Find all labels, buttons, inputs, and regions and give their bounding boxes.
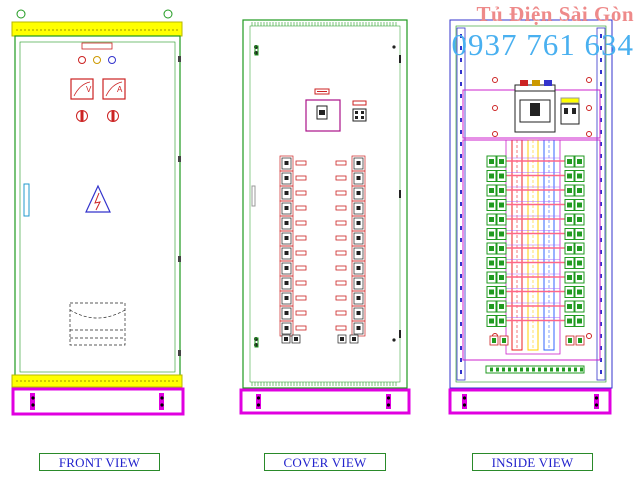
front-hinges: [178, 56, 181, 356]
inside-breaker-row: [486, 199, 585, 211]
front-lifting-eye-left: [16, 9, 26, 19]
brand-name: Tủ Điện Sài Gòn: [476, 2, 634, 26]
inside-breaker-row: [486, 184, 585, 197]
front-view-cabinet: V A: [11, 9, 185, 416]
cover-breaker-row: [279, 230, 366, 247]
brand-phone-number: 0937 761 634: [451, 27, 634, 62]
front-view-label: FRONT VIEW: [39, 453, 160, 471]
cover-breaker-row: [279, 260, 366, 277]
cover-breaker-row: [279, 245, 366, 262]
cover-screws: [254, 45, 396, 347]
cover-view-label: COVER VIEW: [264, 453, 386, 471]
inside-breaker-row: [486, 155, 585, 168]
front-base: [11, 387, 185, 416]
cover-breaker-columns: [279, 155, 366, 344]
cover-view-cabinet: [239, 19, 411, 415]
cover-base: [239, 388, 411, 415]
cover-breaker-row: [279, 320, 366, 337]
cover-breaker-row: [279, 215, 366, 232]
inside-breaker-row: [486, 228, 585, 240]
ammeter-icon: A: [102, 78, 126, 100]
inside-breaker-row: [486, 286, 585, 298]
inside-base: [448, 388, 612, 415]
cover-breaker-row: [279, 170, 366, 187]
inside-rails: [456, 27, 606, 381]
inside-breaker-row: [486, 271, 585, 284]
cover-bottom-breakers: [281, 334, 359, 344]
cover-breaker-row: [279, 185, 366, 202]
inside-breaker-row: [486, 300, 585, 313]
inside-aux-breakers: [560, 97, 580, 125]
high-voltage-warning-icon: [85, 184, 111, 213]
cover-breaker-row: [279, 275, 366, 292]
cover-main-breaker-window: [305, 99, 341, 132]
front-door-handle: [23, 183, 30, 217]
inside-terminal-strip: [485, 365, 585, 374]
ammeter-label: A: [117, 85, 123, 94]
cover-breaker-row: [279, 200, 366, 217]
lamp-blue-icon: [108, 56, 116, 64]
front-lifting-eye-right: [163, 9, 173, 19]
front-name-plate: [81, 42, 113, 50]
inside-breaker-row: [486, 170, 585, 182]
lamp-yellow-icon: [93, 56, 101, 64]
cover-breaker-row: [279, 155, 366, 172]
voltmeter-label: V: [86, 85, 92, 94]
inside-view-cabinet: [448, 19, 613, 415]
front-louver: [69, 302, 126, 346]
inside-bottom-breakers: [489, 335, 585, 346]
inside-breaker-columns: [486, 155, 585, 346]
inside-outer-frame: [449, 19, 613, 389]
selector-switch-icon: [76, 110, 88, 122]
voltmeter-icon: V: [70, 78, 94, 100]
inside-breaker-row: [486, 315, 585, 327]
cover-aux-breakers: [352, 100, 367, 122]
inside-view-label: INSIDE VIEW: [472, 453, 593, 471]
lamp-red-icon: [78, 56, 86, 64]
inside-breaker-row: [486, 242, 585, 255]
inside-main-mccb: [514, 80, 556, 133]
inside-breaker-row: [486, 213, 585, 226]
cover-breaker-row: [279, 290, 366, 307]
cover-breaker-row: [279, 305, 366, 322]
inside-breaker-row: [486, 257, 585, 269]
front-top-bar: [11, 21, 183, 37]
cover-outer-frame: [242, 19, 408, 389]
selector-switch-icon: [107, 110, 119, 122]
inside-busbars: [505, 139, 561, 355]
